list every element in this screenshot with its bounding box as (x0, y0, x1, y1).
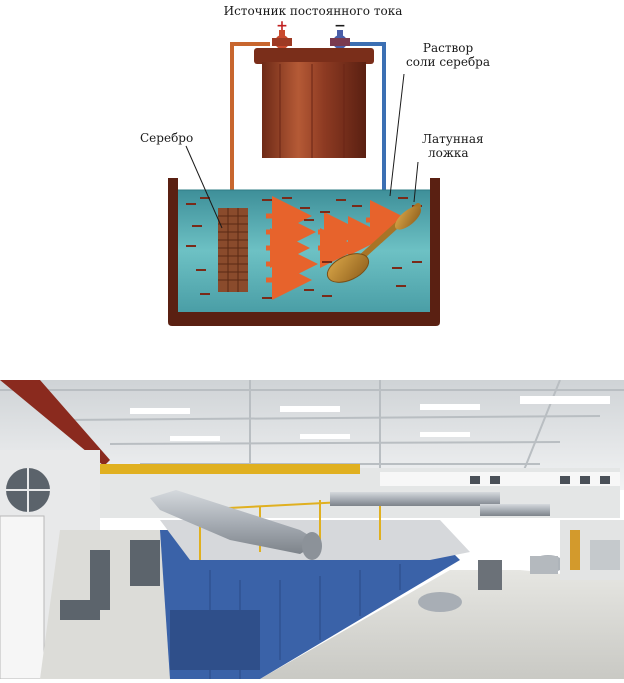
plus-sign: + (276, 18, 288, 34)
label-silver: Серебро (140, 131, 194, 145)
silver-anode (218, 208, 248, 292)
power-source (254, 48, 374, 158)
plus-terminal (272, 30, 292, 49)
ventilation-ducts (150, 490, 564, 612)
machinery (60, 540, 502, 670)
diagram-drawing: + − (168, 18, 440, 326)
leader-lines (185, 73, 419, 229)
ion-arrows (266, 196, 410, 300)
minus-sign: − (334, 18, 346, 34)
copper-wire (230, 42, 270, 210)
label-solution-line1: Раствор (422, 41, 474, 55)
diagram-title: Источник постоянного тока (223, 4, 403, 18)
label-spoon-line1: Латунная (422, 132, 484, 146)
right-equipment (560, 520, 624, 580)
silver-ions (186, 197, 422, 299)
electroplating-diagram: + − (140, 4, 496, 326)
red-roof-beam (0, 380, 110, 466)
minus-terminal (330, 30, 350, 49)
wall-windows (470, 476, 610, 484)
label-solution: Раствор соли серебра (400, 41, 496, 69)
label-spoon-line2: ложка (428, 146, 469, 160)
blue-wire (350, 42, 386, 216)
label-solution-line2: соли серебра (405, 55, 491, 69)
label-spoon: Латунная ложка (422, 132, 484, 160)
yellow-crane (100, 464, 360, 474)
ceiling-lights (130, 396, 610, 441)
factory-photo-drawing (0, 379, 624, 680)
tank (168, 178, 440, 326)
brass-spoon (326, 203, 422, 283)
factory-photo (0, 379, 624, 680)
